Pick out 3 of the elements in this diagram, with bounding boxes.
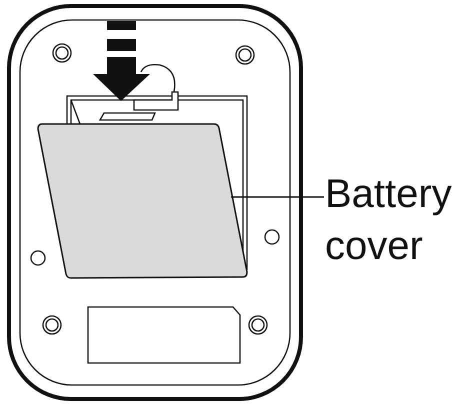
battery-cover <box>37 123 248 279</box>
callout-label: Battery cover <box>325 168 465 272</box>
leader-line <box>231 196 324 198</box>
